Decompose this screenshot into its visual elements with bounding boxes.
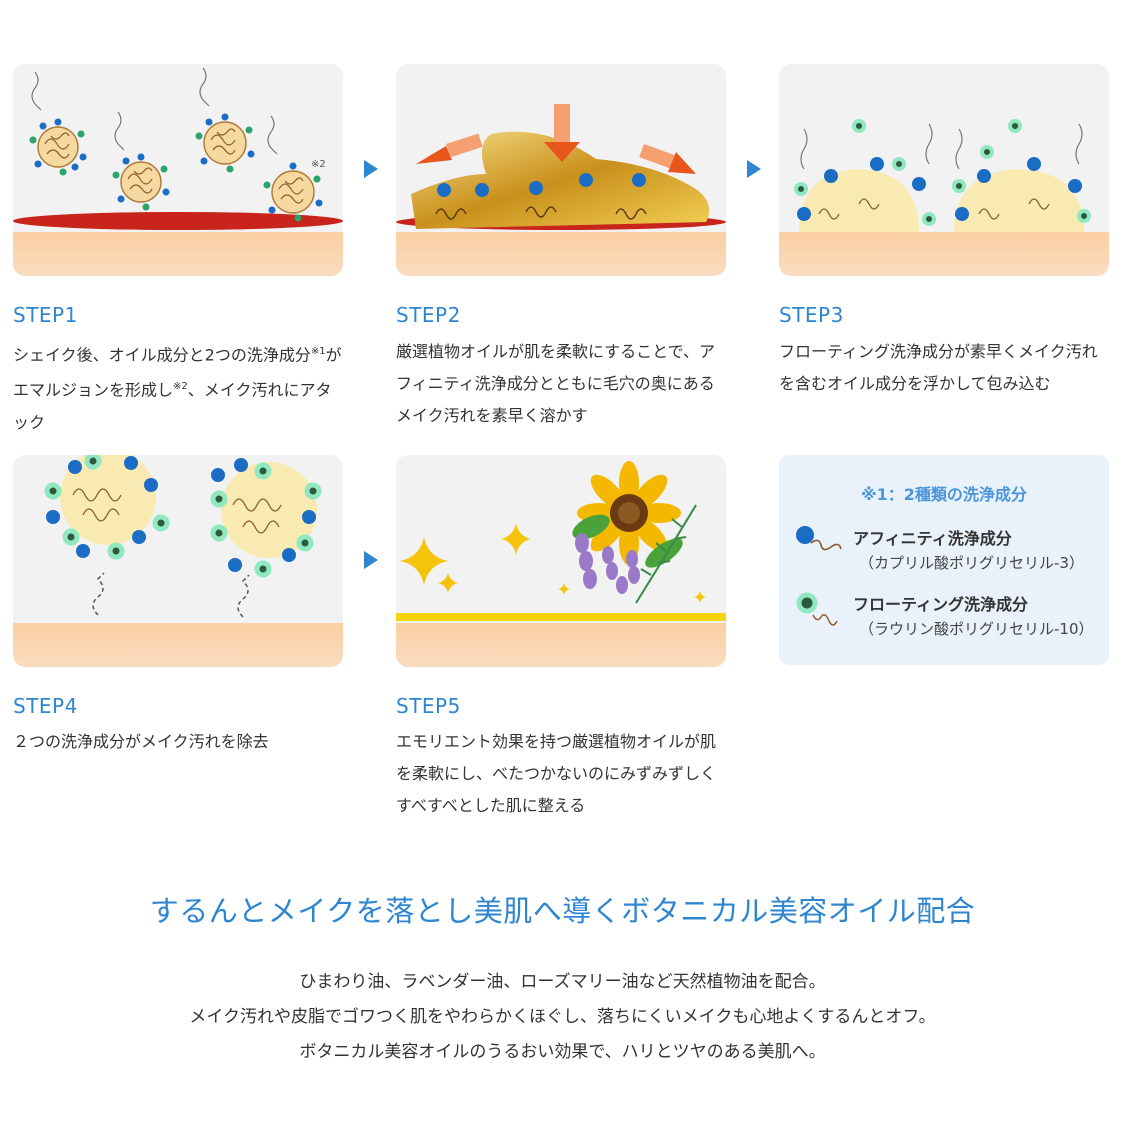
emulsion-droplet-icon: [29, 118, 87, 176]
botanical-diagram: [396, 461, 726, 621]
lavender-icon: [575, 533, 640, 594]
emulsion-diagram: ※2: [13, 67, 343, 230]
legend-panel: ※1：2種類の洗浄成分 アフィニティ洗浄成分 （カプリル酸ポリグリセリル-3） …: [779, 455, 1109, 665]
arrow-right-icon: [364, 551, 378, 569]
emulsion-droplet-icon: [195, 113, 255, 173]
step1-text: シェイク後、オイル成分と2つの洗浄成分※1がエマルジョンを形成し※2、メイク汚れ…: [13, 345, 342, 432]
emulsion-droplet-icon: [112, 153, 170, 211]
legend-item-floating: フローティング洗浄成分: [853, 595, 1029, 614]
skin-layer: [13, 623, 343, 667]
step1-title: STEP1: [13, 303, 78, 327]
body-line-2: メイク汚れや皮脂でゴワつく肌をやわらかくほぐし、落ちにくいメイクも心地よくするん…: [189, 1007, 936, 1027]
emulsion-droplet-icon: [263, 162, 323, 222]
pressure-arrow-icon: [544, 104, 580, 162]
arrow-right-icon: [747, 160, 761, 178]
step5-text: エモリエント効果を持つ厳選植物オイルが肌を柔軟にし、べたつかないのにみずみずしく…: [396, 732, 717, 815]
note-mark: ※2: [311, 159, 326, 170]
arrow-right-icon: [364, 160, 378, 178]
floating-ingredient-icon: [796, 592, 838, 626]
legend-item-affinity: アフィニティ洗浄成分: [853, 529, 1012, 548]
step1-illustration: ※2: [13, 64, 343, 276]
step2-text: 厳選植物オイルが肌を柔軟にすることで、アフィニティ洗浄成分とともに毛穴の奥にある…: [396, 342, 716, 425]
pressure-arrow-icon: [639, 144, 696, 174]
step4-text: ２つの洗浄成分がメイク汚れを除去: [13, 732, 269, 751]
legend-item-floating-sub: （ラウリン酸ポリグリセリル-10）: [859, 620, 1094, 638]
rosemary-icon: [635, 504, 697, 604]
skin-layer: [779, 232, 1109, 276]
removal-diagram: [44, 455, 322, 618]
floating-diagram: [794, 119, 1091, 232]
legend-item-affinity-sub: （カプリル酸ポリグリセリル-3）: [859, 554, 1084, 572]
skin-layer: [396, 232, 726, 276]
step3-illustration: [779, 64, 1109, 276]
pressure-arrow-icon: [416, 133, 483, 164]
section-headline: するんとメイクを落とし美肌へ導くボタニカル美容オイル配合: [149, 894, 976, 928]
step4-title: STEP4: [13, 694, 78, 718]
step4-illustration: [13, 455, 343, 667]
sparkle-icon: [400, 523, 706, 603]
step5-illustration: [396, 455, 726, 667]
step2-title: STEP2: [396, 303, 461, 327]
step2-illustration: [396, 64, 726, 276]
affinity-ingredient-icon: [796, 526, 842, 551]
legend-title: ※1：2種類の洗浄成分: [861, 485, 1027, 504]
oil-softening-diagram: [396, 104, 726, 230]
step3-title: STEP3: [779, 303, 844, 327]
body-line-1: ひまわり油、ラベンダー油、ローズマリー油など天然植物油を配合。: [299, 972, 826, 992]
body-line-3: ボタニカル美容オイルのうるおい効果で、ハリとツヤのある美肌へ。: [299, 1042, 826, 1062]
step3-text: フローティング洗浄成分が素早くメイク汚れを含むオイル成分を浮かして包み込む: [779, 342, 1098, 393]
skin-layer: [396, 623, 726, 667]
step5-title: STEP5: [396, 694, 461, 718]
skin-layer: [13, 232, 343, 276]
